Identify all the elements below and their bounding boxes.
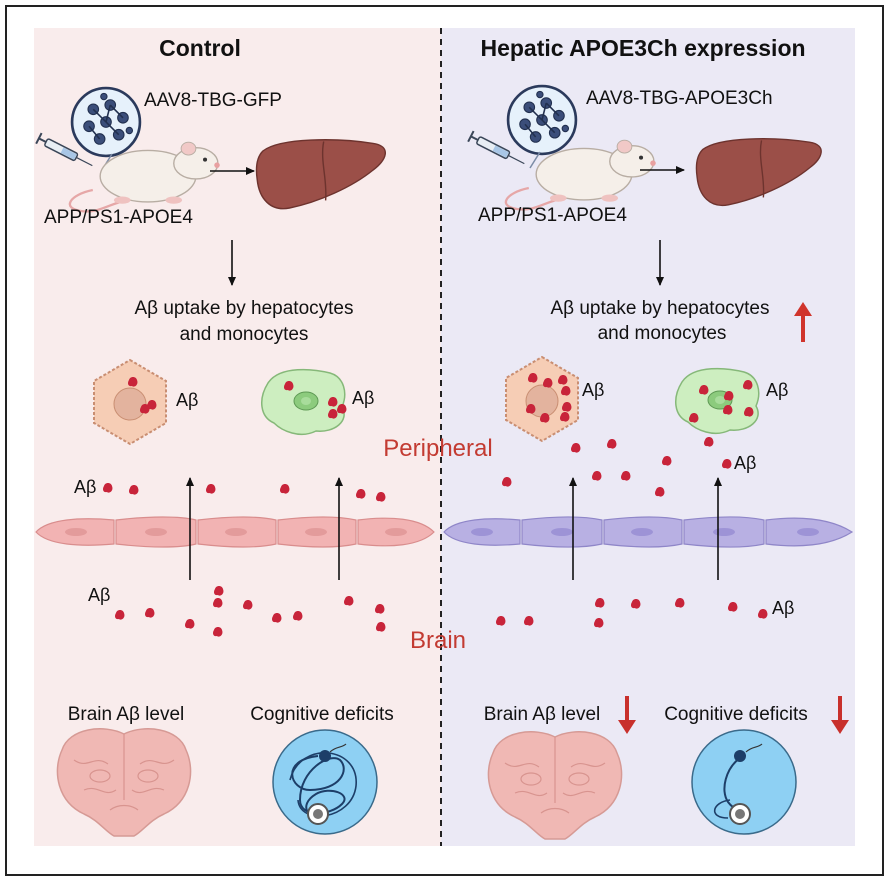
right-monocyte-abeta-label: Aβ <box>766 380 788 400</box>
abeta-peptide-icon <box>502 477 512 487</box>
right-uptake-line1: Aβ uptake by hepatocytes <box>550 298 769 319</box>
virus-pointer-line <box>529 151 541 169</box>
abeta-peptide-icon <box>376 492 386 502</box>
abeta-peptide-icon <box>595 598 605 608</box>
water-maze-icon <box>691 729 797 835</box>
abeta-peptide-icon <box>689 413 699 423</box>
abeta-peptide-icon <box>337 404 347 414</box>
abeta-peptide-icon <box>328 397 338 407</box>
abeta-peptide-icon <box>280 484 290 494</box>
abeta-peptide-icon <box>128 377 138 387</box>
abeta-peptide-icon <box>704 437 714 447</box>
right-uptake-line2: and monocytes <box>598 323 727 344</box>
right-mouse-label: APP/PS1-APOE4 <box>478 205 627 226</box>
abeta-peptides <box>89 373 768 810</box>
left-title: Control <box>159 35 241 61</box>
abeta-peptide-icon <box>213 598 223 608</box>
abeta-peptide-icon <box>496 616 506 626</box>
abeta-peptide-icon <box>376 622 386 632</box>
abeta-peptide-icon <box>728 602 738 612</box>
abeta-peptide-icon <box>129 485 139 495</box>
abeta-peptide-icon <box>675 598 685 608</box>
abeta-peptide-icon <box>631 599 641 609</box>
abeta-peptide-icon <box>560 412 570 422</box>
right-title: Hepatic APOE3Ch expression <box>480 35 805 61</box>
left-cognitive-label: Cognitive deficits <box>250 704 394 725</box>
abeta-peptide-icon <box>328 409 338 419</box>
abeta-peptide-icon <box>375 604 385 614</box>
left-hepatocyte-abeta-label: Aβ <box>176 390 198 410</box>
abeta-peptide-icon <box>758 609 768 619</box>
abeta-peptide-icon <box>561 386 571 396</box>
abeta-peptide-icon <box>524 616 534 626</box>
virus-icon <box>506 84 578 156</box>
abeta-peptide-icon <box>722 459 732 469</box>
abeta-peptide-icon <box>621 471 631 481</box>
arrow-up-icon <box>794 302 812 342</box>
abeta-peptide-icon <box>543 378 553 388</box>
right-cognitive-label: Cognitive deficits <box>664 704 808 725</box>
abeta-peptide-icon <box>147 400 157 410</box>
abeta-peptide-icon <box>284 381 294 391</box>
left-uptake-line2: and monocytes <box>180 324 309 345</box>
abeta-peptide-icon <box>528 373 538 383</box>
abeta-peptide-icon <box>662 456 672 466</box>
peripheral-abeta-label: Aβ <box>74 477 96 497</box>
abeta-peptide-icon <box>293 611 303 621</box>
abeta-peptide-icon <box>723 405 733 415</box>
abeta-peptide-icon <box>699 385 709 395</box>
abeta-peptide-icon <box>243 600 253 610</box>
left-brain-level-label: Brain Aβ level <box>68 704 185 725</box>
endothelial-barrier <box>35 516 854 548</box>
abeta-peptide-icon <box>592 471 602 481</box>
abeta-peptide-icon <box>724 391 734 401</box>
arrow-down-icon <box>618 696 636 734</box>
abeta-peptide-icon <box>272 613 282 623</box>
brain-region-label: Brain <box>410 627 466 654</box>
left-monocyte-abeta-label: Aβ <box>352 388 374 408</box>
left-vector-label: AAV8-TBG-GFP <box>144 90 282 111</box>
virus-icon <box>70 86 142 158</box>
abeta-peptide-icon <box>562 402 572 412</box>
left-uptake-line1: Aβ uptake by hepatocytes <box>134 298 353 319</box>
abeta-peptide-icon <box>743 380 753 390</box>
abeta-peptide-icon <box>594 618 604 628</box>
abeta-peptide-icon <box>607 439 617 449</box>
abeta-peptide-icon <box>540 413 550 423</box>
right-hepatocyte-abeta-label: Aβ <box>582 380 604 400</box>
peripheral-region-label: Peripheral <box>383 435 492 462</box>
abeta-peptide-icon <box>558 375 568 385</box>
left-mouse-label: APP/PS1-APOE4 <box>44 207 193 228</box>
abeta-peptide-icon <box>744 407 754 417</box>
water-maze-icon <box>272 729 378 835</box>
abeta-peptide-icon <box>571 443 581 453</box>
abeta-peptide-icon <box>103 483 113 493</box>
abeta-peptide-icon <box>214 586 224 596</box>
abeta-peptide-icon <box>356 489 366 499</box>
brain-abeta-label: Aβ <box>88 585 110 605</box>
abeta-peptide-icon <box>115 610 125 620</box>
brain-abeta-label: Aβ <box>772 598 794 618</box>
peripheral-abeta-label: Aβ <box>734 453 756 473</box>
abeta-peptide-icon <box>526 404 536 414</box>
abeta-peptide-icon <box>185 619 195 629</box>
right-vector-label: AAV8-TBG-APOE3Ch <box>586 88 773 109</box>
abeta-peptide-icon <box>213 627 223 637</box>
abeta-peptide-icon <box>145 608 155 618</box>
abeta-peptide-icon <box>206 484 216 494</box>
abeta-peptide-icon <box>655 487 665 497</box>
right-brain-level-label: Brain Aβ level <box>484 704 601 725</box>
abeta-peptide-icon <box>344 596 354 606</box>
arrow-down-icon <box>831 696 849 734</box>
